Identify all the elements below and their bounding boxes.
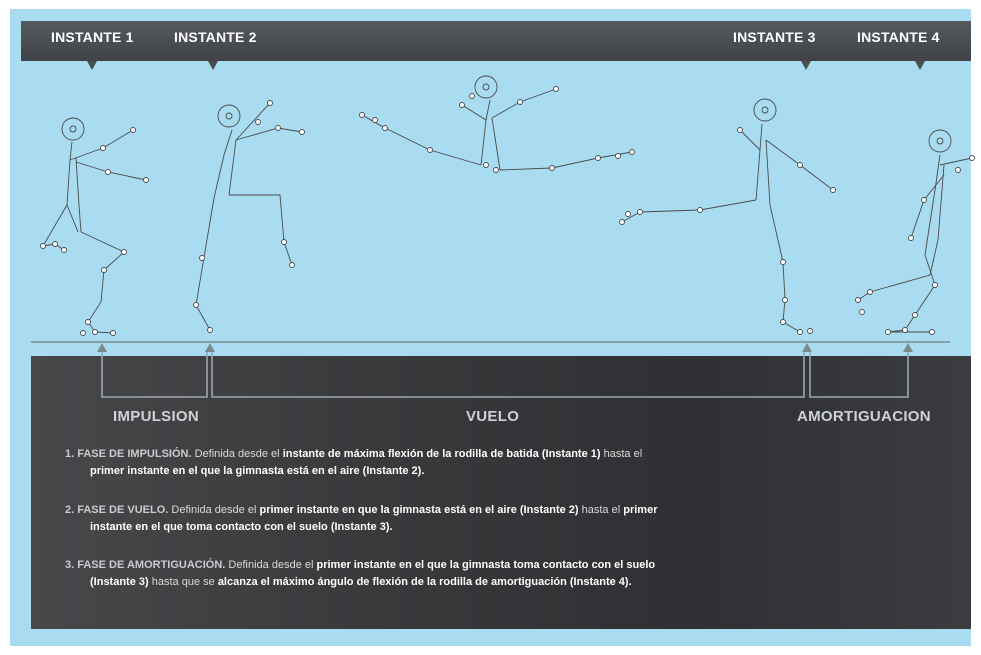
desc-3-bold-b-lead: (Instante 3): [90, 576, 149, 588]
desc-1-bold-a: instante de máxima flexión de la rodilla…: [282, 448, 601, 460]
desc-2-title: FASE DE VUELO.: [77, 504, 169, 516]
desc-3-title: FASE DE AMORTIGUACIÓN.: [77, 559, 226, 571]
instant-1-label: INSTANTE 1: [51, 29, 134, 45]
desc-1-title: FASE DE IMPULSIÓN.: [77, 448, 192, 460]
instant-4-pointer: [915, 61, 925, 70]
desc-1-text-a: Definida desde el: [194, 448, 280, 460]
description-panel: [31, 356, 971, 629]
instant-header-bar: INSTANTE 1 INSTANTE 2 INSTANTE 3 INSTANT…: [21, 21, 971, 61]
figure-instant-3: [619, 98, 836, 335]
desc-2-bold-a: primer instante en que la gimnasta está …: [259, 504, 579, 516]
instant-4-label: INSTANTE 4: [857, 29, 940, 45]
desc-1-text-b: hasta el: [603, 448, 643, 460]
desc-2-text-b: hasta el: [581, 504, 621, 516]
instant-2-pointer: [208, 61, 218, 70]
desc-3-bold-a: primer instante en el que la gimnasta to…: [316, 559, 656, 571]
desc-1-number: 1.: [65, 448, 75, 460]
desc-3-number: 3.: [65, 559, 75, 571]
instant-3-label: INSTANTE 3: [733, 29, 816, 45]
instant-3-ground-marker: [802, 343, 812, 352]
desc-2-number: 2.: [65, 504, 75, 516]
phase-amortiguacion-label: AMORTIGUACION: [797, 408, 931, 425]
instant-1-pointer: [87, 61, 97, 70]
instant-3-pointer: [801, 61, 811, 70]
description-impulsion: 1. FASE DE IMPULSIÓN. Definida desde el …: [65, 446, 865, 480]
description-vuelo: 2. FASE DE VUELO. Definida desde el prim…: [65, 502, 865, 536]
figure-instant-1: [40, 117, 149, 336]
figure-instant-2: [193, 100, 305, 333]
figure-vuelo: [359, 75, 635, 173]
instant-1-ground-marker: [97, 343, 107, 352]
desc-2-bold-b: instante en el que toma contacto con el …: [90, 521, 393, 533]
description-amortiguacion: 3. FASE DE AMORTIGUACIÓN. Definida desde…: [65, 557, 865, 591]
figure-instant-4: [855, 129, 975, 335]
desc-3-bold-b: alcanza el máximo ángulo de flexión de l…: [217, 576, 632, 588]
desc-1-bold-b: primer instante en el que la gimnasta es…: [90, 465, 425, 477]
phase-vuelo-label: VUELO: [466, 408, 520, 425]
desc-2-bold-b-lead: primer: [623, 504, 658, 516]
instant-2-ground-marker: [205, 343, 215, 352]
instant-2-label: INSTANTE 2: [174, 29, 257, 45]
desc-3-text-a: Definida desde el: [228, 559, 314, 571]
desc-2-text-a: Definida desde el: [171, 504, 257, 516]
desc-3-text-b: hasta que se: [151, 576, 215, 588]
instant-4-ground-marker: [903, 343, 913, 352]
phase-impulsion-label: IMPULSION: [113, 408, 200, 425]
